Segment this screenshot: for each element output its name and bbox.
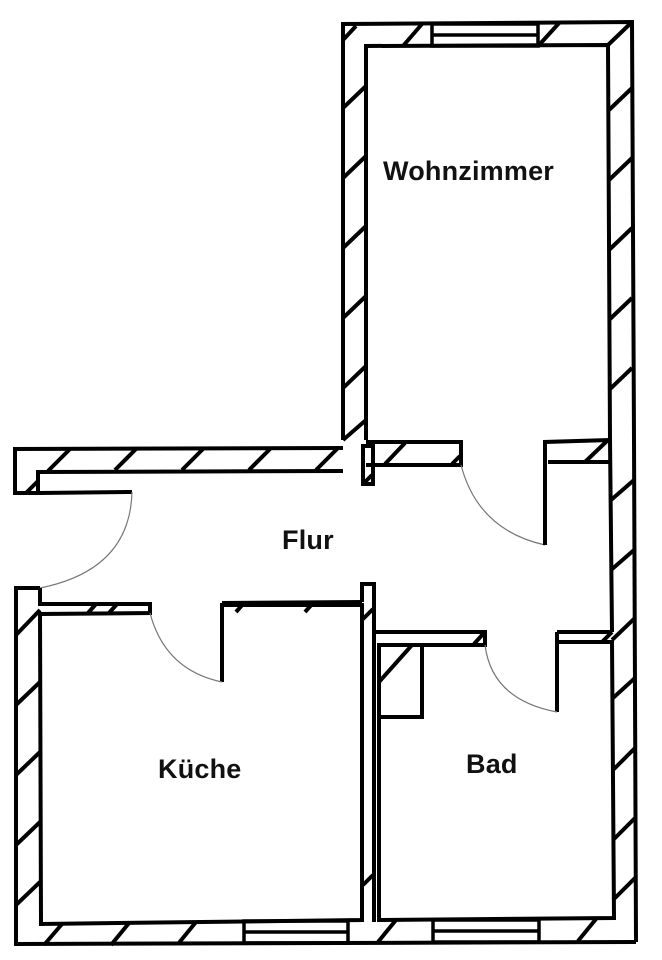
room-label-kueche: Küche	[158, 754, 242, 784]
bad-door-swing[interactable]	[484, 644, 558, 713]
flur-right-upper-wall	[543, 438, 611, 545]
flur-top-wall	[13, 440, 463, 495]
kueche-door-swing[interactable]	[149, 612, 223, 683]
bad-walls	[374, 630, 637, 944]
kueche-window	[242, 919, 350, 945]
wohnzimmer-window	[430, 22, 540, 48]
right-outer-wall	[608, 439, 638, 943]
bad-window	[431, 918, 541, 944]
entrance-door-swing[interactable]	[39, 491, 133, 589]
room-label-bad: Bad	[466, 749, 518, 779]
wohnzimmer-door-swing[interactable]	[460, 464, 546, 546]
wohnzimmer-walls	[341, 19, 636, 442]
room-label-wohnzimmer: Wohnzimmer	[383, 156, 555, 186]
kueche-walls	[14, 582, 637, 947]
room-label-flur: Flur	[282, 525, 334, 555]
